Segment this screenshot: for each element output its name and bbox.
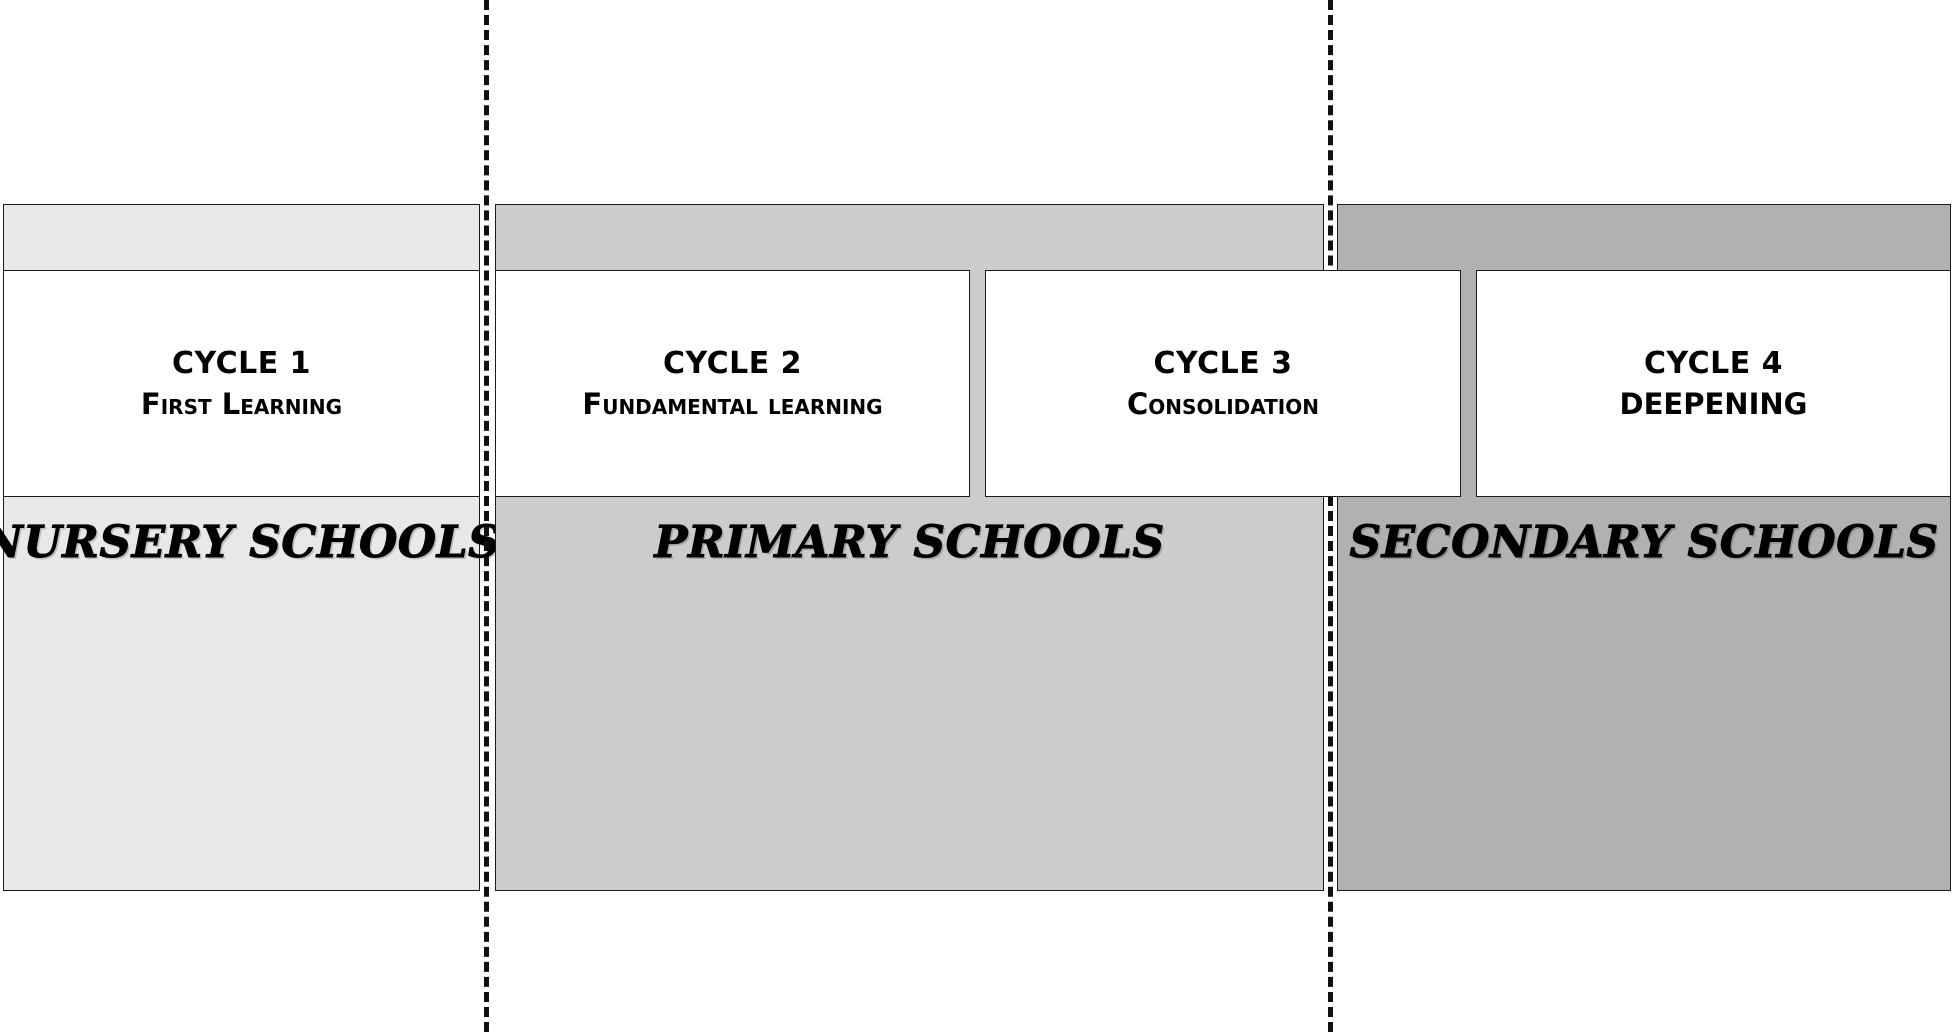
nursery-schools-label: NURSERY SCHOOLS: [0, 516, 501, 568]
primary-schools-label: PRIMARY SCHOOLS: [654, 516, 1165, 568]
cycle-2-box: CYCLE 2 Fundamental learning: [495, 270, 970, 497]
secondary-schools-label: SECONDARY SCHOOLS: [1349, 516, 1939, 568]
divider-primary-secondary: [1328, 0, 1333, 1032]
cycle-1-box: CYCLE 1 First Learning: [3, 270, 480, 497]
cycle-4-subtitle: DEEPENING: [1619, 386, 1808, 421]
cycle-2-name: CYCLE 2: [662, 345, 803, 381]
cycle-3-subtitle: Consolidation: [1127, 386, 1319, 421]
divider-nursery-primary: [484, 0, 489, 1032]
cycle-4-box: CYCLE 4 DEEPENING: [1476, 270, 1951, 497]
cycle-1-name: CYCLE 1: [171, 345, 312, 381]
cycle-3-name: CYCLE 3: [1153, 345, 1293, 381]
cycle-2-subtitle: Fundamental learning: [582, 386, 883, 421]
cycle-3-box: CYCLE 3 Consolidation: [985, 270, 1461, 497]
cycle-4-name: CYCLE 4: [1643, 345, 1784, 381]
cycle-1-subtitle: First Learning: [140, 386, 343, 421]
